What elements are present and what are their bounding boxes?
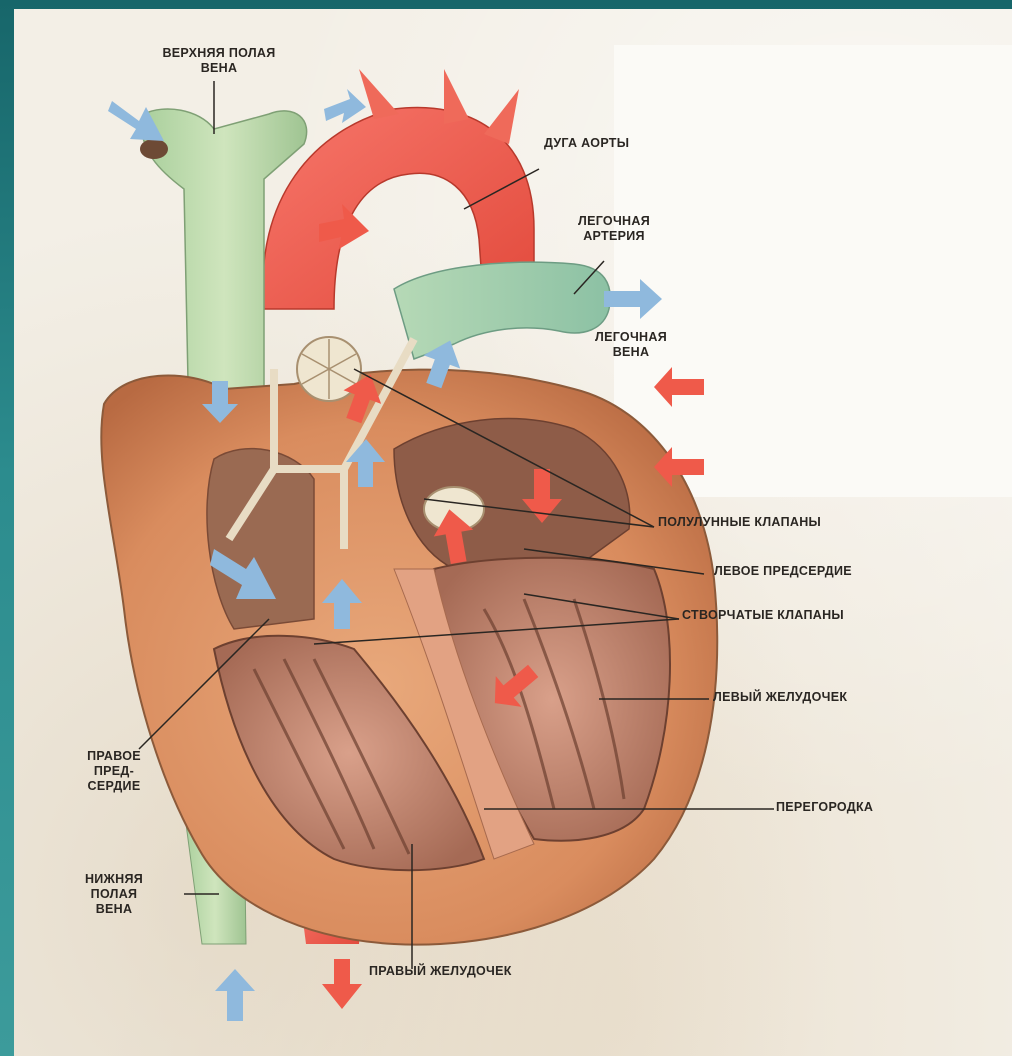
label-right-ventricle: ПРАВЫЙ ЖЕЛУДОЧЕК <box>369 964 512 979</box>
diagram-page: ВЕРХНЯЯ ПОЛАЯ ВЕНА ДУГА АОРТЫ ЛЕГОЧНАЯ А… <box>14 9 1012 1056</box>
label-aortic-arch: ДУГА АОРТЫ <box>544 136 629 151</box>
label-right-atrium: ПРАВОЕ ПРЕД- СЕРДИЕ <box>74 749 154 794</box>
heart-diagram <box>14 9 1012 1056</box>
label-left-atrium: ЛЕВОЕ ПРЕДСЕРДИЕ <box>714 564 852 579</box>
label-superior-vena-cava: ВЕРХНЯЯ ПОЛАЯ ВЕНА <box>129 46 309 76</box>
label-pulmonary-artery: ЛЕГОЧНАЯ АРТЕРИЯ <box>569 214 659 244</box>
label-pulmonary-vein: ЛЕГОЧНАЯ ВЕНА <box>586 330 676 360</box>
label-cuspid-valves: СТВОРЧАТЫЕ КЛАПАНЫ <box>682 608 844 623</box>
label-septum: ПЕРЕГОРОДКА <box>776 800 873 815</box>
right-atrium-chamber <box>207 449 314 629</box>
label-semilunar-valves: ПОЛУЛУННЫЕ КЛАПАНЫ <box>658 515 821 530</box>
label-inferior-vena-cava: НИЖНЯЯ ПОЛАЯ ВЕНА <box>74 872 154 917</box>
pulmonary-artery <box>394 262 610 359</box>
label-left-ventricle: ЛЕВЫЙ ЖЕЛУДОЧЕК <box>713 690 847 705</box>
